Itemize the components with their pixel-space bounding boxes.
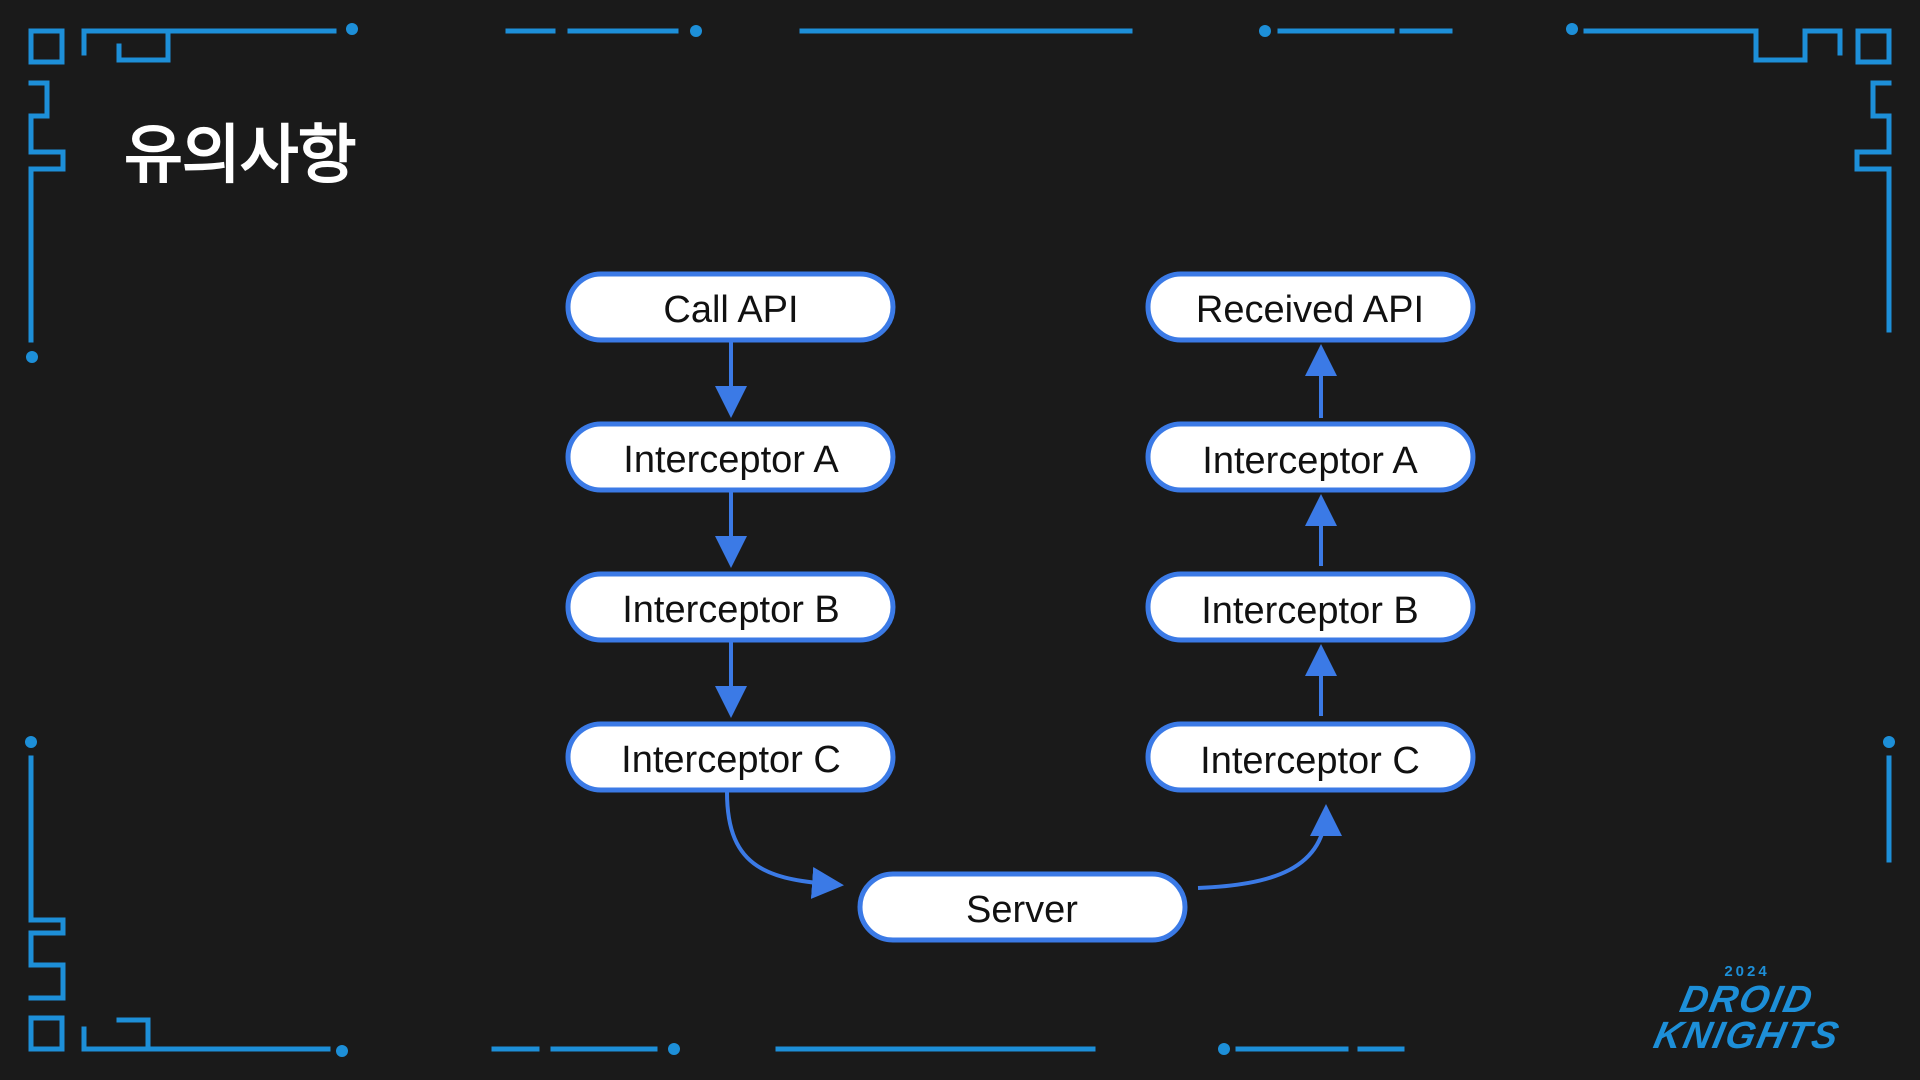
- node-label: Interceptor C: [621, 739, 841, 781]
- node-request-interceptor-a: Interceptor A: [565, 421, 896, 493]
- droidknights-logo: 2024 DROID KNIGHTS: [1602, 963, 1892, 1057]
- logo-line-droid: DROID: [1676, 979, 1818, 1021]
- node-request-interceptor-b: Interceptor B: [565, 571, 896, 643]
- node-label: Interceptor C: [1200, 740, 1420, 782]
- node-label: Server: [966, 889, 1078, 931]
- node-call-api: Call API: [565, 271, 896, 343]
- logo-year: 2024: [1724, 963, 1770, 980]
- node-received-api: Received API: [1145, 271, 1476, 343]
- node-label: Interceptor A: [623, 439, 839, 481]
- logo-line-knights: KNIGHTS: [1650, 1015, 1844, 1057]
- node-response-interceptor-c: Interceptor C: [1145, 721, 1476, 793]
- node-label: Call API: [663, 289, 798, 331]
- node-label: Received API: [1196, 289, 1424, 331]
- node-label: Interceptor B: [622, 589, 840, 631]
- node-response-interceptor-a: Interceptor A: [1145, 421, 1476, 493]
- node-label: Interceptor B: [1201, 590, 1419, 632]
- node-request-interceptor-c: Interceptor C: [565, 721, 896, 793]
- slide-title: 유의사항: [124, 119, 357, 193]
- node-label: Interceptor A: [1202, 440, 1418, 482]
- arrow-c-to-server: [725, 791, 844, 899]
- node-response-interceptor-b: Interceptor B: [1145, 571, 1476, 643]
- node-server: Server: [857, 871, 1188, 943]
- arrow-server-to-c: [1197, 804, 1342, 890]
